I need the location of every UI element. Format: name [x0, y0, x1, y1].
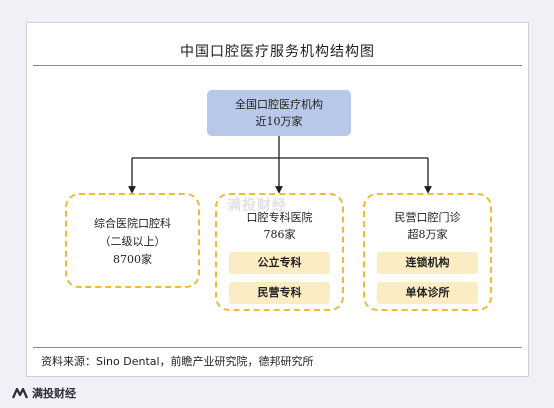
- source-rest: ，前瞻产业研究院，德邦研究所: [159, 355, 314, 368]
- group-label: 口腔专科医院: [246, 211, 313, 224]
- group-specialty-hospital: 口腔专科医院 786家 公立专科 民营专科: [215, 193, 344, 311]
- logo-text: 满投财经: [32, 387, 76, 400]
- sub-private-specialty: 民营专科: [229, 282, 330, 304]
- brand-logo: 满投财经: [12, 385, 76, 401]
- logo-icon: [12, 387, 28, 399]
- diagram-title: 中国口腔医疗服务机构结构图: [180, 44, 375, 60]
- group-label: 综合医院口腔科: [94, 217, 171, 230]
- group-general-hospital: 综合医院口腔科 （二级以上） 8700家: [65, 193, 200, 288]
- source-note: 资料来源：Sino Dental，前瞻产业研究院，德邦研究所: [41, 353, 314, 369]
- group-private-clinic: 民营口腔门诊 超8万家 连锁机构 单体诊所: [363, 193, 492, 311]
- sub-chain: 连锁机构: [377, 252, 478, 274]
- root-label: 全国口腔医疗机构: [235, 98, 323, 111]
- source-latin: Sino Dental: [96, 355, 160, 368]
- root-count: 近10万家: [255, 115, 303, 128]
- bottom-rule: [33, 347, 522, 348]
- group-count: 8700家: [113, 253, 152, 266]
- root-node: 全国口腔医疗机构 近10万家: [207, 90, 351, 136]
- group-label: 民营口腔门诊: [394, 211, 461, 224]
- top-rule: [33, 65, 522, 66]
- chart-card: 中国口腔医疗服务机构结构图 全国口腔医疗机构 近10万家 综合医院口腔科 （二级…: [26, 22, 529, 377]
- group-note: （二级以上）: [99, 235, 166, 248]
- group-count: 超8万家: [407, 228, 448, 241]
- connector-lines: [128, 136, 432, 194]
- watermark-text: 满投财经: [227, 198, 287, 214]
- sub-single-clinic: 单体诊所: [377, 282, 478, 304]
- sub-public-specialty: 公立专科: [229, 252, 330, 274]
- group-count: 786家: [263, 228, 296, 241]
- source-prefix: 资料来源：: [41, 355, 96, 368]
